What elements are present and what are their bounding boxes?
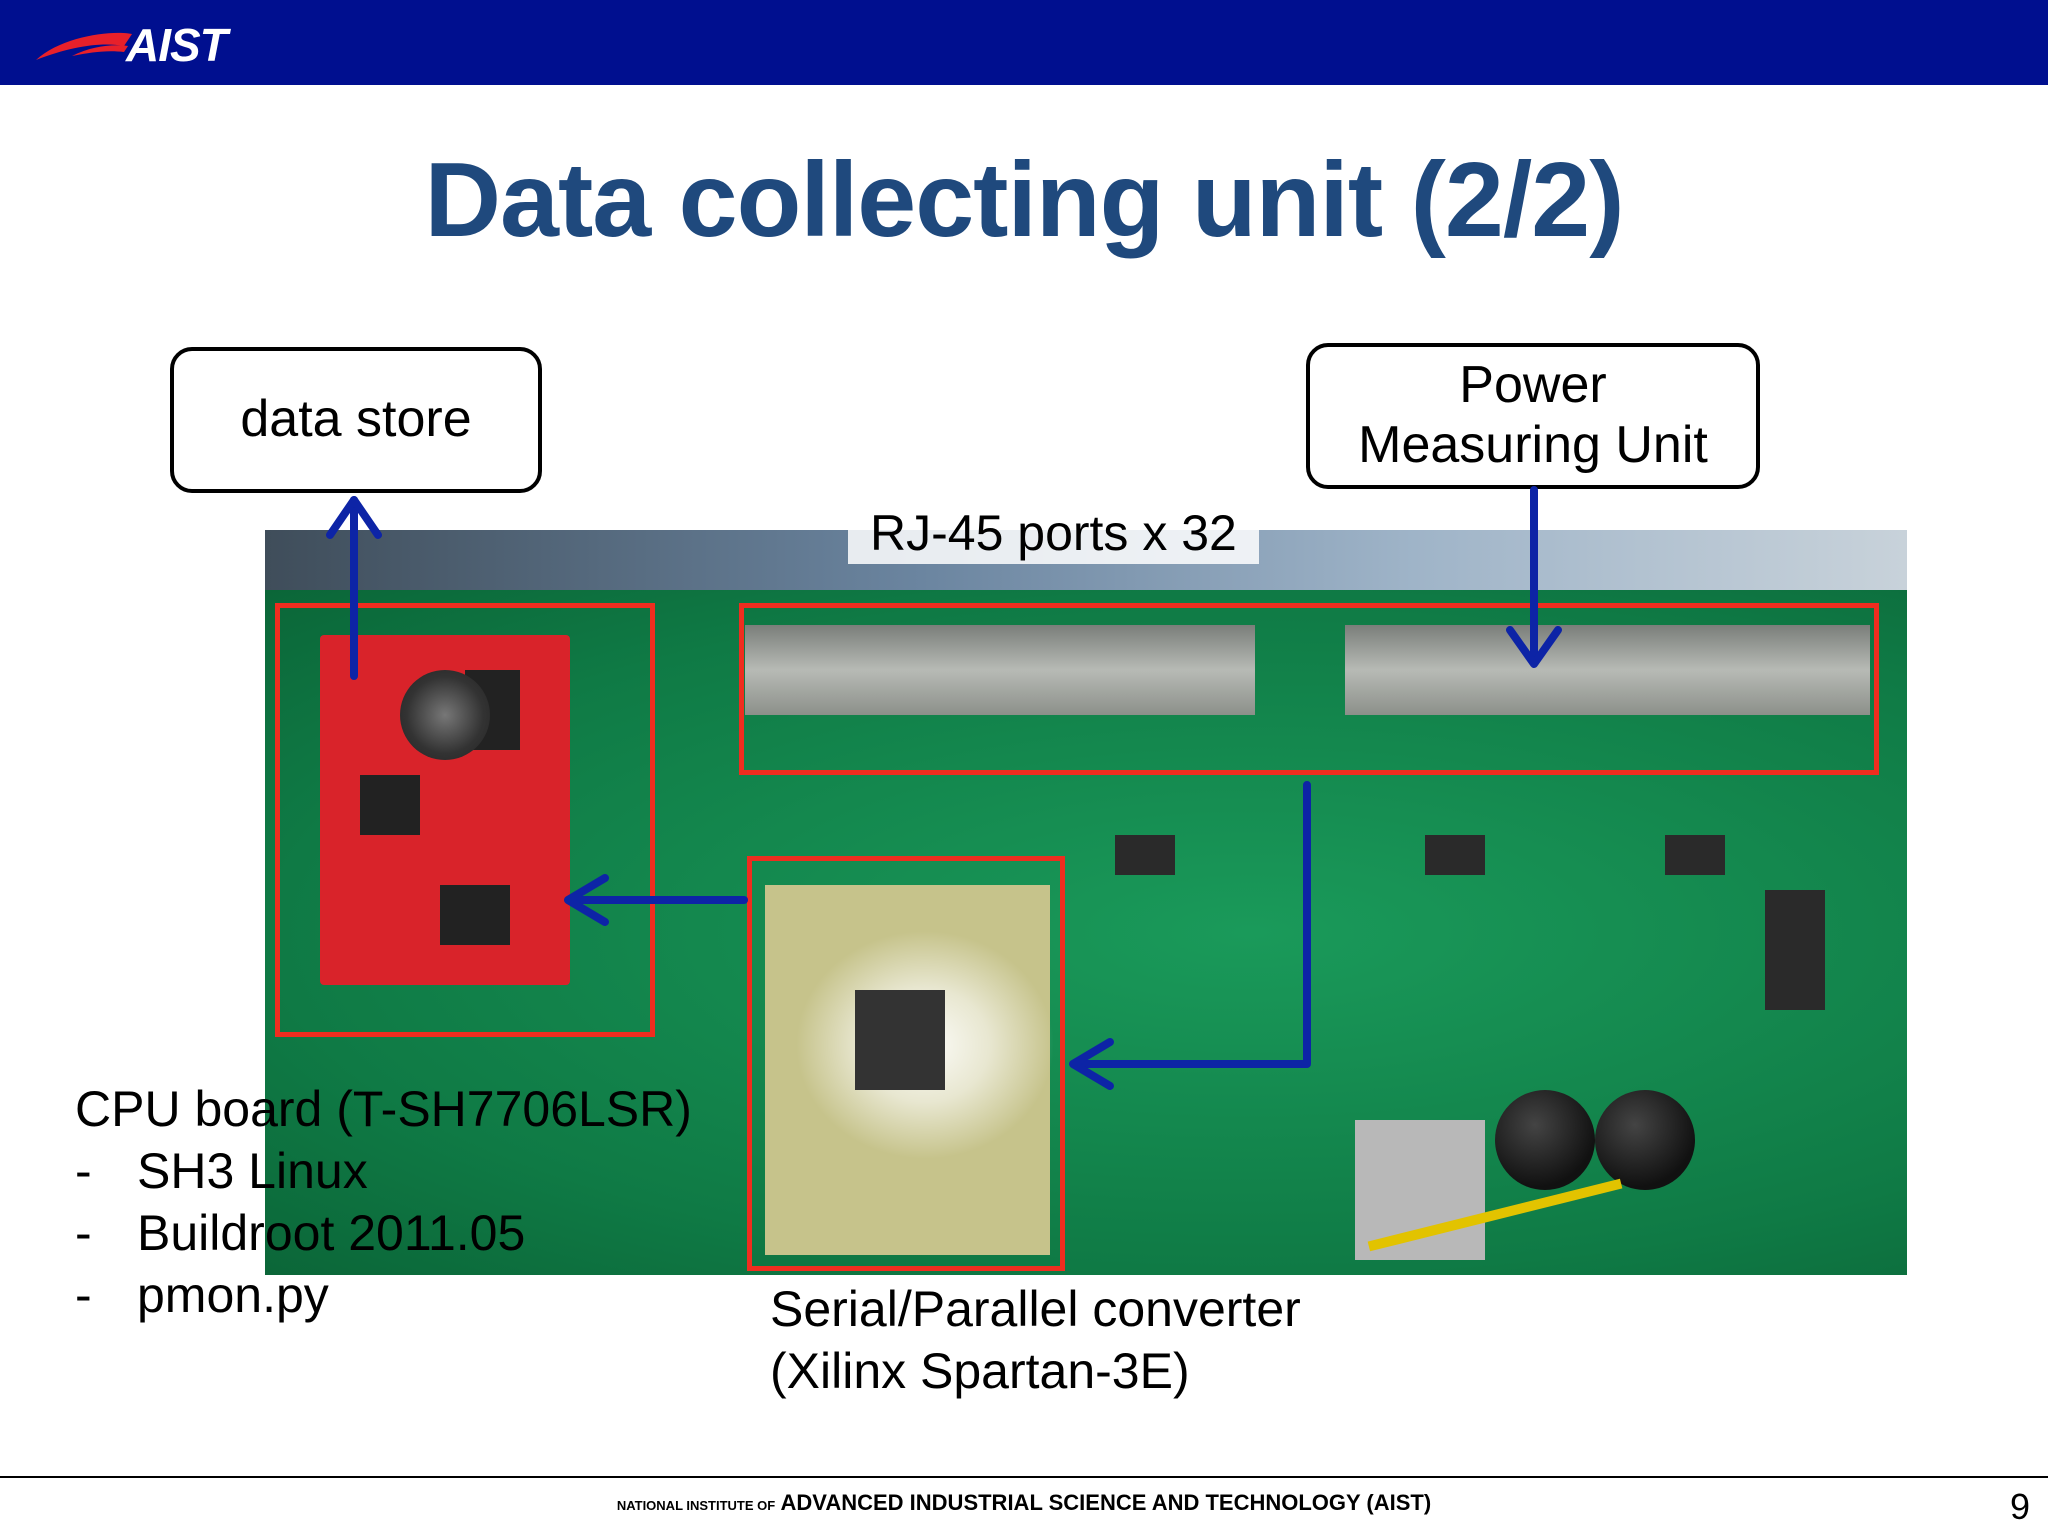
converter-label-line2: (Xilinx Spartan-3E) (770, 1343, 1190, 1399)
list-item: - pmon.py (75, 1264, 692, 1326)
rj45-label: RJ-45 ports x 32 (848, 502, 1259, 564)
rj45-port-bank-right (1345, 625, 1870, 715)
footer-prefix: NATIONAL INSTITUTE OF (616, 1498, 776, 1513)
bullet-dash: - (75, 1143, 92, 1199)
aist-logo-swoosh-icon (36, 32, 132, 60)
ic-chip (1425, 835, 1485, 875)
arrow-left-icon-head (1069, 1038, 1114, 1090)
data-store-callout: data store (170, 347, 542, 493)
rj45-port-bank-left (745, 625, 1255, 715)
aist-logo: AIST (32, 16, 262, 72)
arrow-down-icon-head (1506, 626, 1562, 668)
bullet-dash: - (75, 1267, 92, 1323)
list-item: - SH3 Linux (75, 1140, 692, 1202)
bullet-text: pmon.py (137, 1267, 329, 1323)
cpu-chip (360, 775, 420, 835)
ic-chip (1115, 835, 1175, 875)
data-store-label: data store (240, 390, 472, 449)
capacitor (1495, 1090, 1595, 1190)
rj45-ports-highlight (739, 603, 1879, 775)
power-unit-line1: Power (1459, 356, 1607, 415)
relay (1765, 890, 1825, 1010)
circuit-board-photo (265, 530, 1907, 1275)
arrow-left-icon (1071, 781, 1311, 1068)
cpu-connector (440, 885, 510, 945)
converter-description: Serial/Parallel converter (Xilinx Sparta… (770, 1278, 1301, 1402)
logo-text: AIST (126, 19, 228, 71)
arrow-up-icon-head (326, 496, 382, 539)
power-unit-line2: Measuring Unit (1358, 416, 1708, 474)
ic-chip (1665, 835, 1725, 875)
cpu-board-label: CPU board (T-SH7706LSR) (75, 1081, 692, 1137)
fpga-chip (855, 990, 945, 1090)
arrow-left-icon-head (564, 874, 609, 926)
converter-label-line1: Serial/Parallel converter (770, 1281, 1301, 1337)
bullet-text: Buildroot 2011.05 (137, 1205, 526, 1261)
converter-highlight (747, 856, 1065, 1271)
list-item: - Buildroot 2011.05 (75, 1202, 692, 1264)
bullet-dash: - (75, 1205, 92, 1261)
capacitor (1595, 1090, 1695, 1190)
cpu-board-highlight (275, 603, 655, 1037)
page-number: 9 (2009, 1486, 2030, 1527)
header-bar: AIST (0, 0, 2048, 85)
bullet-text: SH3 Linux (137, 1143, 368, 1199)
slide-title: Data collecting unit (2/2) (424, 141, 1624, 259)
cpu-board-description: CPU board (T-SH7706LSR) - SH3 Linux - Bu… (75, 1078, 692, 1326)
footer-main: ADVANCED INDUSTRIAL SCIENCE AND TECHNOLO… (780, 1490, 1432, 1515)
footer: NATIONAL INSTITUTE OF ADVANCED INDUSTRIA… (0, 1490, 2048, 1516)
footer-divider (0, 1476, 2048, 1478)
coin-battery-image (400, 670, 490, 760)
